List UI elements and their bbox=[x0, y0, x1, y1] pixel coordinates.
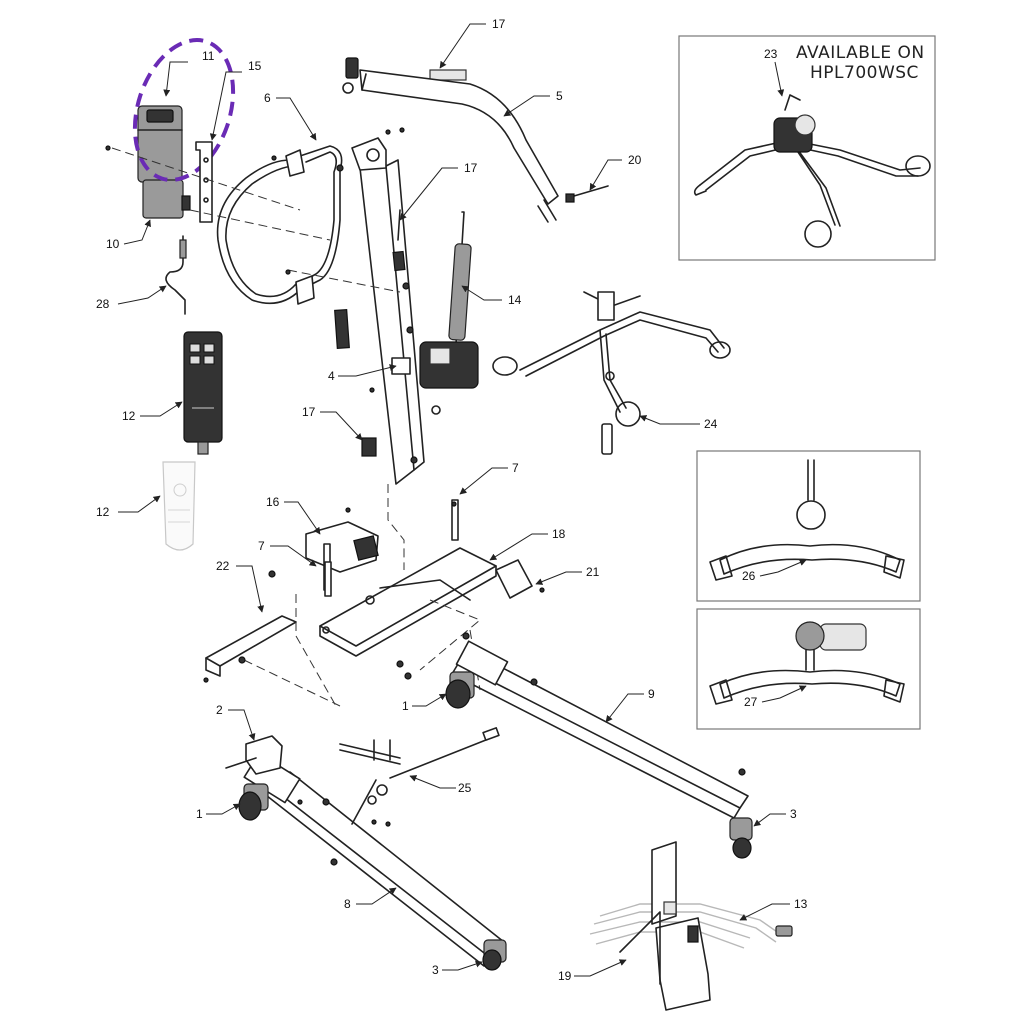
callout-22: 22 bbox=[216, 559, 230, 573]
available-note-line2: HPL700WSC bbox=[810, 63, 919, 83]
callout-26: 26 bbox=[742, 569, 756, 583]
callout-labels: 11 15 6 17 5 20 17 10 28 14 4 12 17 12 2… bbox=[96, 17, 808, 983]
highlight-ring-part-11 bbox=[132, 38, 236, 182]
part-16-mast-socket bbox=[305, 521, 379, 591]
part-26-spreader-inset bbox=[709, 459, 905, 581]
part-4-mast bbox=[351, 137, 425, 485]
assembly-guide-lines bbox=[111, 147, 481, 707]
part-24-spreader-bar bbox=[492, 291, 731, 455]
callout-21: 21 bbox=[586, 565, 600, 579]
part-21-pedal bbox=[495, 559, 533, 599]
part-3-caster-rear-right bbox=[729, 817, 753, 859]
callout-3: 3 bbox=[790, 807, 797, 821]
part-9-leg-right bbox=[451, 640, 749, 819]
part-11-battery bbox=[137, 105, 183, 183]
part-10-control-box bbox=[142, 179, 191, 219]
callout-leaders bbox=[117, 23, 807, 977]
part-23-scale-spreader bbox=[693, 94, 931, 248]
callout-18: 18 bbox=[552, 527, 566, 541]
callout-13: 13 bbox=[794, 897, 808, 911]
callout-5: 5 bbox=[556, 89, 563, 103]
part-18-base-plate bbox=[319, 547, 497, 657]
inset-frame-spreader-bar bbox=[696, 450, 921, 602]
callout-8: 8 bbox=[344, 897, 351, 911]
part-2-leg-bracket bbox=[225, 735, 283, 775]
part-1-caster-front-left bbox=[238, 783, 269, 821]
inset-frame-spreader-scale bbox=[696, 608, 921, 730]
callout-12: 12 bbox=[96, 505, 110, 519]
callout-14: 14 bbox=[508, 293, 522, 307]
part-22-leg-actuator-bracket bbox=[205, 615, 297, 677]
callout-4: 4 bbox=[328, 369, 335, 383]
callout-17: 17 bbox=[302, 405, 316, 419]
part-27-spreader-scale-inset bbox=[709, 621, 905, 705]
callout-2: 2 bbox=[216, 703, 223, 717]
part-5-boom bbox=[342, 57, 559, 223]
callout-23: 23 bbox=[764, 47, 778, 61]
hardware-fasteners bbox=[105, 127, 746, 866]
part-28-cable bbox=[165, 235, 187, 315]
inset-frame-scale bbox=[678, 35, 936, 261]
part-7-pin bbox=[324, 499, 459, 597]
part-1-caster-front-right bbox=[445, 671, 475, 709]
part-3-caster-rear-left bbox=[482, 939, 507, 971]
callout-10: 10 bbox=[106, 237, 120, 251]
part-17-labels bbox=[334, 69, 467, 457]
callout-9: 9 bbox=[648, 687, 655, 701]
callout-17: 17 bbox=[492, 17, 506, 31]
callout-16: 16 bbox=[266, 495, 280, 509]
part-12-hand-pendant bbox=[183, 331, 223, 455]
callout-3: 3 bbox=[432, 963, 439, 977]
callout-24: 24 bbox=[704, 417, 718, 431]
callout-17: 17 bbox=[464, 161, 478, 175]
part-14-actuator bbox=[419, 211, 479, 415]
callout-28: 28 bbox=[96, 297, 110, 311]
part-15-mounting-bracket bbox=[195, 141, 213, 223]
callout-20: 20 bbox=[628, 153, 642, 167]
callout-12: 12 bbox=[122, 409, 136, 423]
part-6-push-handle bbox=[216, 145, 343, 305]
callout-25: 25 bbox=[458, 781, 472, 795]
callout-1: 1 bbox=[196, 807, 203, 821]
callout-7: 7 bbox=[512, 461, 519, 475]
callout-11: 11 bbox=[202, 49, 215, 63]
callout-15: 15 bbox=[248, 59, 262, 73]
part-12-alt-hand-pendant bbox=[162, 461, 196, 551]
callout-7: 7 bbox=[258, 539, 265, 553]
callout-27: 27 bbox=[744, 695, 758, 709]
part-20-bolt bbox=[565, 185, 609, 203]
callout-1: 1 bbox=[402, 699, 409, 713]
part-25-linkage bbox=[339, 727, 500, 825]
callout-19: 19 bbox=[558, 969, 572, 983]
part-19-charger-wall-bracket bbox=[619, 841, 711, 1011]
available-note-line1: AVAILABLE ON bbox=[796, 43, 925, 63]
callout-6: 6 bbox=[264, 91, 271, 105]
